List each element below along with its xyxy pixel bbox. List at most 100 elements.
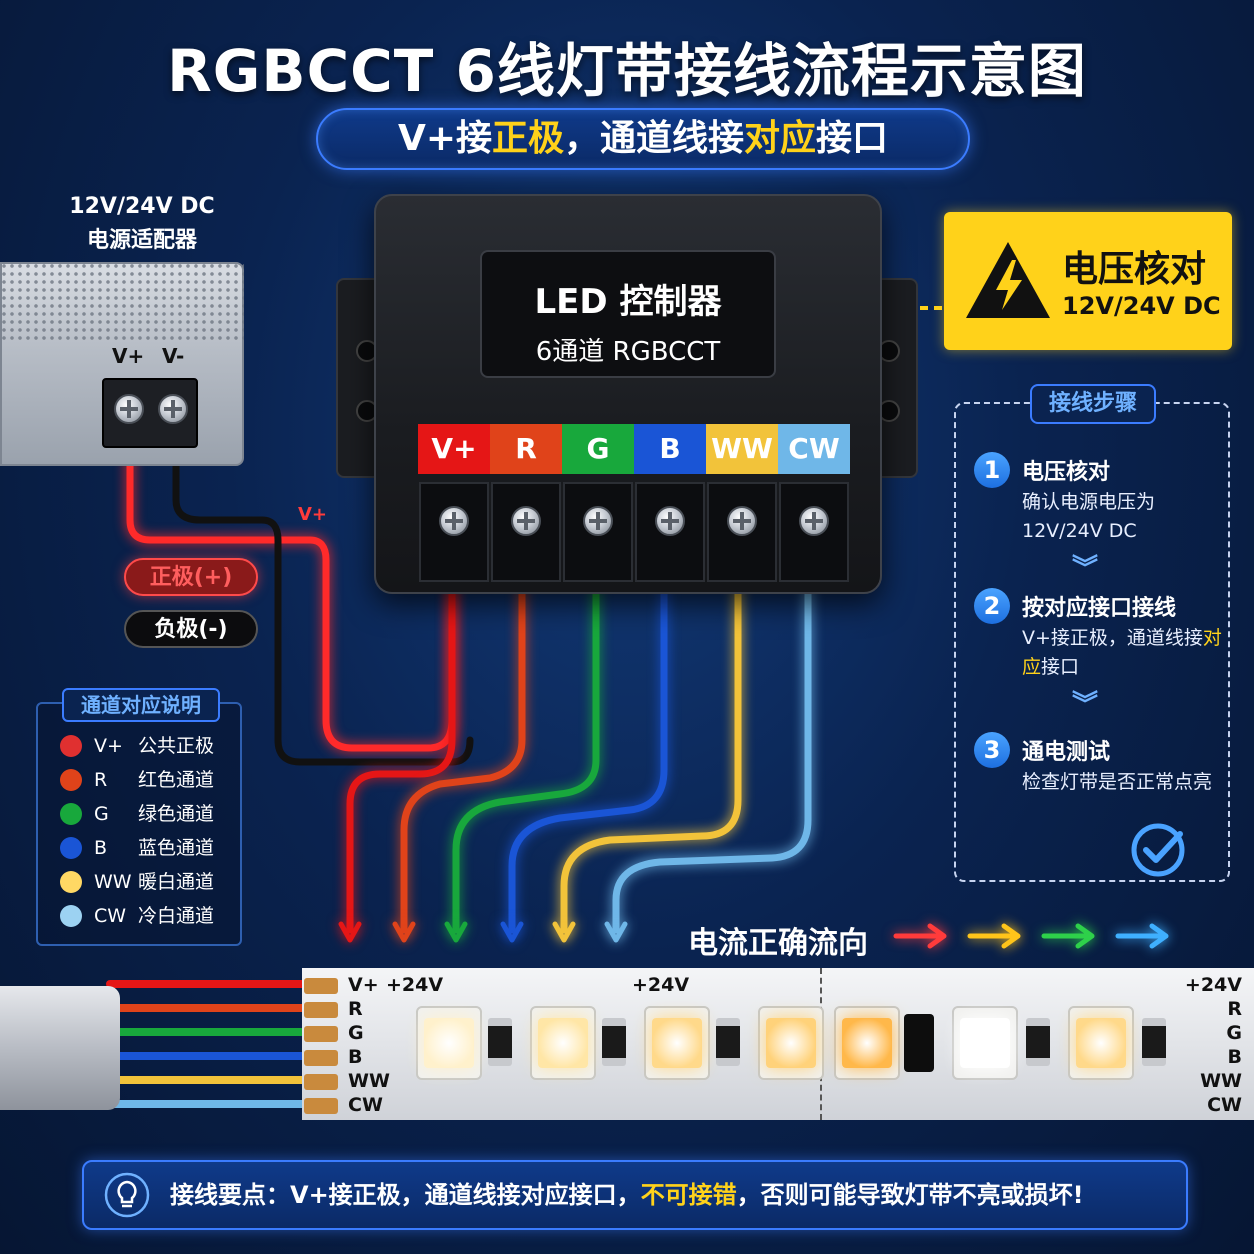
legend-code: V+ [94,735,123,757]
strip-solder-pad [304,1026,338,1042]
legend-code: G [94,803,109,825]
positive-polarity-badge: 正极(+) [124,558,258,596]
step-desc-part: 检查灯带是否正常点亮 [1022,771,1213,793]
step-number: 3 [974,732,1010,768]
step-description: 确认电源电压为12V/24V DC [1022,488,1222,546]
tip-part: ，否则可能导致灯带不亮或损坏! [736,1181,1084,1209]
legend-color-dot [60,803,82,825]
strip-pad-label-right: +24V [1184,974,1242,996]
warning-voltage: 12V/24V DC [1062,292,1221,320]
strip-resistor [602,1018,626,1066]
step-title: 通电测试 [1022,740,1111,765]
psu-terminal-negative-label: V- [162,344,185,368]
strip-solder-pad [304,1002,338,1018]
negative-polarity-badge: 负极(-) [124,610,258,648]
current-flow-label: 电流正确流向 [688,926,868,961]
legend-name: 冷白通道 [138,905,215,927]
step-desc-part: 接口 [1041,656,1080,678]
port-label-cw: CW [778,424,850,474]
strip-ic-chip [904,1014,934,1072]
positive-power-wire [126,426,456,752]
led-chip-core [538,1018,588,1068]
flow-arrow-icon [967,923,1021,949]
strip-pad-label-right: WW [1200,1070,1242,1092]
legend-color-dot [60,837,82,859]
legend-name: 红色通道 [138,769,215,791]
wire-arrow-head [604,921,628,943]
legend-code: R [94,769,108,791]
strip-pad-label-right: B [1227,1046,1242,1068]
step-number: 2 [974,588,1010,624]
step-desc-part: V+接正极，通道线接 [1022,627,1203,649]
channel-wire-vplus [346,552,456,934]
subtitle-part: 对应 [744,118,817,159]
legend-name: 绿色通道 [138,803,215,825]
flow-arrow-icon [893,923,947,949]
strip-pad-label: WW [348,1070,390,1092]
port-label-ww: WW [706,424,778,474]
step-description: V+接正极，通道线接对应接口 [1022,624,1222,682]
lightbulb-icon [104,1172,150,1218]
led-chip [758,1006,824,1080]
psu-screw-negative[interactable] [158,394,188,424]
tip-part: 接线要点：V+接正极，通道线接对应接口， [170,1181,641,1209]
channel-wire-cw [612,552,812,934]
led-chip-core [1076,1018,1126,1068]
strip-pad-label: G [348,1022,364,1044]
legend-color-dot [60,871,82,893]
legend-code: WW [94,871,132,893]
channel-wire-r [400,552,526,934]
strip-pad-label: R [348,998,363,1020]
channel-legend-title: 通道对应说明 [62,688,220,722]
warning-title: 电压核对 [1062,249,1207,290]
strip-resistor [488,1018,512,1066]
step-title: 电压核对 [1022,460,1111,485]
warning-triangle-icon [966,242,1050,318]
legend-code: B [94,837,108,859]
port-screw-r[interactable] [511,506,541,536]
port-screw-ww[interactable] [727,506,757,536]
port-screw-vplus[interactable] [439,506,469,536]
step-desc-part: 对应 [1022,627,1222,678]
port-screw-g[interactable] [583,506,613,536]
wire-arrow-head [552,921,576,943]
voltage-warning-box: 电压核对 12V/24V DC [944,212,1232,350]
led-chip [952,1006,1018,1080]
channel-wire-ww [560,552,742,934]
strip-cable-sheath [0,986,120,1110]
port-screw-b[interactable] [655,506,685,536]
power-supply-voltage: 12V/24V DC [69,194,215,219]
legend-color-dot [60,769,82,791]
step-title: 按对应接口接线 [1022,596,1177,621]
psu-screw-positive[interactable] [114,394,144,424]
led-chip [416,1006,482,1080]
wire-arrow-head [338,921,362,943]
strip-solder-pad [304,1098,338,1114]
strip-pad-label-right: R [1227,998,1242,1020]
legend-code: CW [94,905,127,927]
strip-pad-label: CW [348,1094,383,1116]
strip-solder-pad [304,1050,338,1066]
wiring-steps-title: 接线步骤 [1030,384,1156,424]
legend-color-dot [60,735,82,757]
strip-voltage-label: +24V [632,974,690,996]
strip-pad-label-right: G [1226,1022,1242,1044]
controller-title: LED 控制器 [534,282,722,322]
power-supply-label: 12V/24V DC 电源适配器 [52,190,232,258]
led-chip [834,1006,900,1080]
step-number: 1 [974,452,1010,488]
strip-pad-label: B [348,1046,363,1068]
port-label-vplus: V+ [418,424,490,474]
positive-wire-tag: V+ [298,504,328,525]
strip-resistor [1142,1018,1166,1066]
led-chip-core [766,1018,816,1068]
strip-solder-pad [304,978,338,994]
led-chip-core [960,1018,1010,1068]
strip-solder-pad [304,1074,338,1090]
wire-arrow-head [444,921,468,943]
port-screw-cw[interactable] [799,506,829,536]
port-label-b: B [634,424,706,474]
wire-arrow-head [392,921,416,943]
psu-terminal-positive-label: V+ [112,344,145,368]
